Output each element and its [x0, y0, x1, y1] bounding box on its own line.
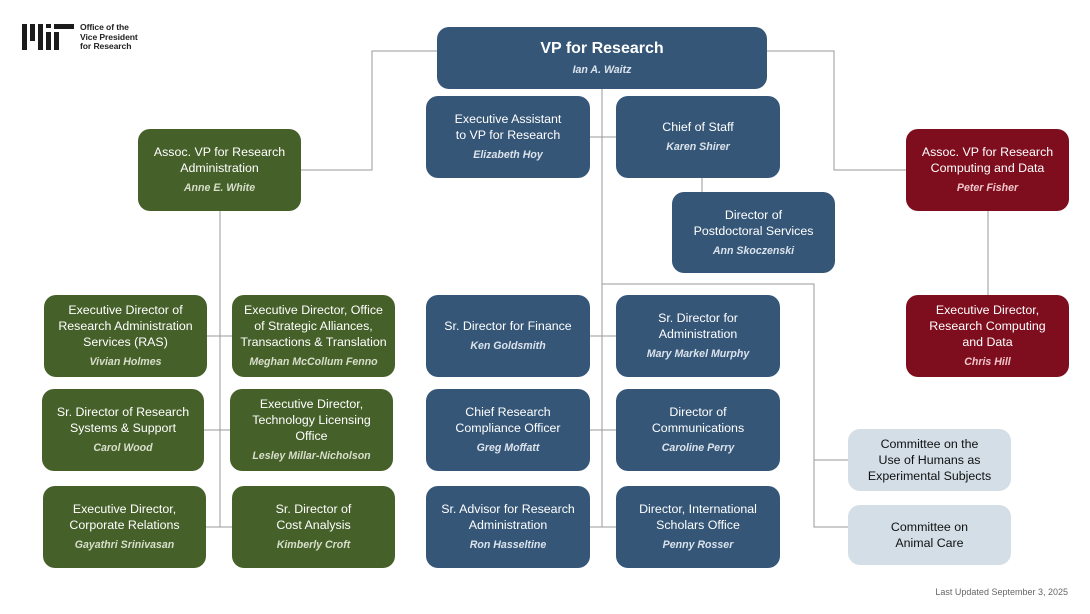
- box-name: Ken Goldsmith: [470, 340, 546, 352]
- office-name: Office of the Vice President for Researc…: [80, 22, 138, 51]
- box-name: Chris Hill: [964, 356, 1011, 368]
- box-name: Karen Shirer: [666, 141, 730, 153]
- administration-director-box: Sr. Director for Administration Mary Mar…: [616, 295, 780, 377]
- box-name: Vivian Holmes: [89, 356, 162, 368]
- cost-analysis-director-box: Sr. Director of Cost Analysis Kimberly C…: [232, 486, 395, 568]
- corporate-relations-director-box: Executive Director, Corporate Relations …: [43, 486, 206, 568]
- box-name: Lesley Millar-Nicholson: [252, 450, 371, 462]
- technology-licensing-director-box: Executive Director, Technology Licensing…: [230, 389, 393, 471]
- research-systems-director-box: Sr. Director of Research Systems & Suppo…: [42, 389, 204, 471]
- committee-human-subjects-box: Committee on the Use of Humans as Experi…: [848, 429, 1011, 491]
- box-title: Chief of Staff: [662, 120, 734, 134]
- mit-logo-icon: [22, 24, 74, 51]
- box-name: Penny Rosser: [662, 539, 734, 551]
- box-name: Ann Skoczenski: [712, 244, 795, 257]
- box-title: Director, International Scholars Office: [639, 502, 757, 532]
- box-name: Anne E. White: [183, 182, 256, 194]
- box-name: Kimberly Croft: [276, 539, 351, 551]
- box-title: Committee on the Use of Humans as Experi…: [867, 437, 992, 483]
- executive-assistant-box: Executive Assistant to VP for Research E…: [426, 96, 590, 178]
- exec-director-research-computing-box: Executive Director, Research Computing a…: [906, 295, 1069, 377]
- compliance-officer-box: Chief Research Compliance Officer Greg M…: [426, 389, 590, 471]
- committee-animal-care-box: Committee on Animal Care: [848, 505, 1011, 565]
- communications-director-box: Director of Communications Caroline Perr…: [616, 389, 780, 471]
- strategic-alliances-director-box: Executive Director, Office of Strategic …: [232, 295, 395, 377]
- box-title: Sr. Director for Administration: [658, 311, 738, 341]
- last-updated-note: Last Updated September 3, 2025: [935, 587, 1068, 597]
- box-title: VP for Research: [540, 39, 664, 57]
- box-title: Executive Director, Office of Strategic …: [240, 303, 387, 349]
- box-name: Peter Fisher: [956, 182, 1019, 194]
- postdoctoral-services-box: Director of Postdoctoral Services Ann Sk…: [672, 192, 835, 273]
- box-title: Director of Communications: [651, 405, 745, 435]
- box-title: Chief Research Compliance Officer: [455, 405, 561, 435]
- research-admin-advisor-box: Sr. Advisor for Research Administration …: [426, 486, 590, 568]
- assoc-vp-research-computing-box: Assoc. VP for Research Computing and Dat…: [906, 129, 1069, 211]
- box-name: Ron Hasseltine: [469, 539, 547, 551]
- box-title: Sr. Director for Finance: [444, 319, 572, 333]
- box-title: Executive Director of Research Administr…: [58, 303, 193, 349]
- box-name: Elizabeth Hoy: [473, 149, 543, 161]
- vp-for-research-box: VP for Research Ian A. Waitz: [437, 27, 767, 89]
- line-vp-to-computing: [767, 50, 906, 171]
- box-title: Director of Postdoctoral Services: [693, 207, 814, 238]
- chief-of-staff-box: Chief of Staff Karen Shirer: [616, 96, 780, 178]
- box-title: Sr. Advisor for Research Administration: [441, 502, 575, 532]
- box-name: Gayathri Srinivasan: [74, 539, 175, 551]
- box-title: Committee on Animal Care: [890, 520, 969, 550]
- box-title: Assoc. VP for Research Administration: [153, 145, 286, 175]
- box-name: Mary Markel Murphy: [646, 348, 750, 360]
- box-name: Meghan McCollum Fenno: [249, 356, 378, 368]
- box-title: Executive Director, Research Computing a…: [929, 303, 1046, 349]
- assoc-vp-research-admin-box: Assoc. VP for Research Administration An…: [138, 129, 301, 211]
- box-name: Greg Moffatt: [476, 442, 540, 454]
- line-vp-to-admin: [301, 50, 437, 171]
- box-name: Carol Wood: [93, 442, 153, 454]
- box-name: Caroline Perry: [661, 442, 735, 454]
- mit-ovpr-logo: Office of the Vice President for Researc…: [22, 22, 138, 52]
- box-title: Executive Director, Technology Licensing…: [252, 397, 371, 443]
- box-title: Sr. Director of Research Systems & Suppo…: [56, 405, 190, 435]
- box-title: Executive Assistant to VP for Research: [454, 112, 562, 142]
- box-name: Ian A. Waitz: [572, 63, 632, 76]
- line-trunk-to-committees: [602, 283, 848, 528]
- ras-director-box: Executive Director of Research Administr…: [44, 295, 207, 377]
- box-title: Assoc. VP for Research Computing and Dat…: [921, 145, 1054, 175]
- international-scholars-director-box: Director, International Scholars Office …: [616, 486, 780, 568]
- box-title: Sr. Director of Cost Analysis: [275, 502, 352, 532]
- box-title: Executive Director, Corporate Relations: [69, 502, 180, 532]
- finance-director-box: Sr. Director for Finance Ken Goldsmith: [426, 295, 590, 377]
